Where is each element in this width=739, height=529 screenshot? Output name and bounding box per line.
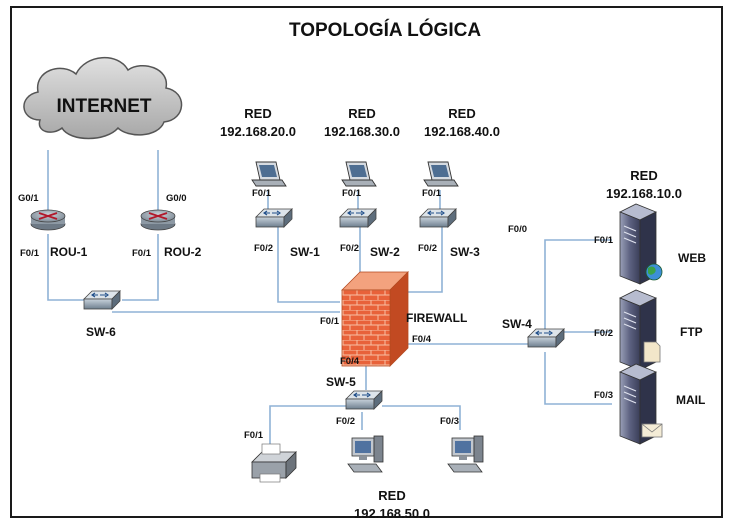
sw1-port-up: F0/1 <box>252 188 272 199</box>
printer-icon[interactable] <box>251 443 297 483</box>
internet-label: INTERNET <box>57 96 152 117</box>
firewall-port-f04-out: F0/4 <box>412 334 432 345</box>
sw6-label: SW-6 <box>86 325 116 339</box>
switch-icon <box>83 290 121 310</box>
net10-label: RED <box>630 168 657 183</box>
net10-address: 192.168.10.0 <box>606 186 682 201</box>
net30-label: RED <box>348 106 375 121</box>
router-icon <box>140 209 176 231</box>
link-sw1-firewall <box>277 226 340 303</box>
link-sw4-web <box>544 239 612 332</box>
switch-icon <box>527 328 565 348</box>
ftp-label: FTP <box>680 325 703 339</box>
sw3-label: SW-3 <box>450 245 480 259</box>
sw2-port-down: F0/2 <box>340 243 359 254</box>
desktop-pc-icon[interactable] <box>347 435 384 473</box>
sw4-port-mail: F0/3 <box>594 390 613 401</box>
network-40: RED 192.168.40.0 <box>424 106 500 139</box>
net40-address: 192.168.40.0 <box>424 124 500 139</box>
net40-label: RED <box>448 106 475 121</box>
sw4-port-web: F0/1 <box>594 235 614 246</box>
laptop-icon[interactable] <box>251 161 287 187</box>
envelope-flap <box>641 423 663 433</box>
mail-label: MAIL <box>676 393 705 407</box>
rou1-port-down: F0/1 <box>20 248 40 259</box>
net30-address: 192.168.30.0 <box>324 124 400 139</box>
link-sw3-firewall <box>405 226 443 293</box>
laptop-icon[interactable] <box>341 161 377 187</box>
switch-icon <box>345 390 383 410</box>
switch-icon <box>419 208 457 228</box>
link-sw5-pc2 <box>382 405 461 430</box>
sw3-port-up: F0/1 <box>422 188 442 199</box>
network-20: RED 192.168.20.0 <box>220 106 296 139</box>
firewall-port-f00: F0/0 <box>508 224 527 235</box>
link-sw5-printer <box>269 405 352 448</box>
switch-sw6[interactable]: SW-6 <box>83 290 121 339</box>
router-icon <box>30 209 66 231</box>
firewall-port-f01: F0/1 <box>320 316 340 327</box>
sw3-port-down: F0/2 <box>418 243 437 254</box>
internet-cloud: INTERNET <box>23 56 183 140</box>
switch-sw1[interactable]: F0/2 SW-1 <box>254 208 320 259</box>
sw1-port-down: F0/2 <box>254 243 273 254</box>
switch-sw5[interactable]: SW-5 <box>326 375 383 410</box>
rou2-label: ROU-2 <box>164 245 202 259</box>
globe-land <box>648 266 656 275</box>
link-sw4-mail <box>544 352 612 405</box>
laptop-icon[interactable] <box>423 161 459 187</box>
switch-icon <box>255 208 293 228</box>
sw4-label: SW-4 <box>502 317 532 331</box>
network-10: RED 192.168.10.0 <box>606 168 682 201</box>
net20-label: RED <box>244 106 271 121</box>
diagram-title: TOPOLOGÍA LÓGICA <box>289 19 481 41</box>
network-50: RED 192.168.50.0 <box>354 488 430 521</box>
sw5-port-pc2: F0/3 <box>440 416 459 427</box>
sw2-label: SW-2 <box>370 245 400 259</box>
sw5-port-printer: F0/1 <box>244 430 264 441</box>
switch-icon <box>339 208 377 228</box>
server-web[interactable]: F0/1 WEB <box>594 203 706 285</box>
document-icon <box>643 341 661 363</box>
router-rou1[interactable]: G0/1 F0/1 ROU-1 <box>18 193 88 259</box>
desktop-pc-icon[interactable] <box>447 435 484 473</box>
net50-label: RED <box>378 488 405 503</box>
router-rou2[interactable]: G0/0 F0/1 ROU-2 <box>132 193 202 259</box>
switch-sw3[interactable]: F0/2 SW-3 <box>418 208 480 259</box>
envelope-icon <box>641 423 663 438</box>
sw5-label: SW-5 <box>326 375 356 389</box>
sw1-label: SW-1 <box>290 245 320 259</box>
server-ftp[interactable]: F0/2 FTP <box>594 289 703 371</box>
firewall[interactable]: FIREWALL F0/1 F0/4 F0/4 F0/0 <box>320 224 527 367</box>
rou2-port-down: F0/1 <box>132 248 152 259</box>
firewall-label: FIREWALL <box>406 311 467 325</box>
switch-sw2[interactable]: F0/2 SW-2 <box>339 208 400 259</box>
firewall-port-f04-down: F0/4 <box>340 356 360 367</box>
rou1-port-up: G0/1 <box>18 193 39 204</box>
switch-sw4[interactable]: SW-4 <box>502 317 565 348</box>
link-rou1-sw6 <box>47 234 85 301</box>
sw2-port-up: F0/1 <box>342 188 362 199</box>
net50-address: 192.168.50.0 <box>354 506 430 521</box>
sw5-port-pc1: F0/2 <box>336 416 355 427</box>
link-rou2-sw6 <box>122 234 159 301</box>
server-mail[interactable]: F0/3 MAIL <box>594 363 705 445</box>
rou2-port-up: G0/0 <box>166 193 187 204</box>
rou1-label: ROU-1 <box>50 245 88 259</box>
network-30: RED 192.168.30.0 <box>324 106 400 139</box>
net20-address: 192.168.20.0 <box>220 124 296 139</box>
links <box>47 150 612 448</box>
sw4-port-ftp: F0/2 <box>594 328 613 339</box>
web-label: WEB <box>678 251 706 265</box>
